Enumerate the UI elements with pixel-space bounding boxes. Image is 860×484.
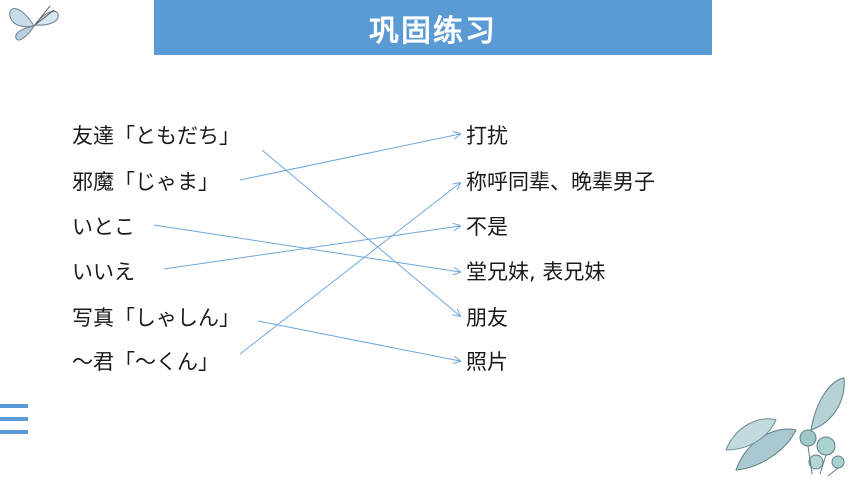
right-meaning-4[interactable]: 朋友 [466,306,508,330]
butterfly-icon [4,2,66,52]
match-line-3 [163,226,460,270]
match-line-1 [239,134,460,181]
menu-icon[interactable] [0,404,28,446]
left-term-4[interactable]: 写真「しゃしん」 [72,306,240,330]
left-term-1[interactable]: 邪魔「じゃま」 [72,170,219,194]
left-term-3[interactable]: いいえ [72,260,135,284]
title-banner: 巩固练习 [154,0,712,55]
match-line-4 [257,320,460,361]
match-line-0 [261,149,460,316]
left-term-2[interactable]: いとこ [72,215,135,239]
right-meaning-2[interactable]: 不是 [466,215,508,239]
right-meaning-5[interactable]: 照片 [466,350,508,374]
left-term-0[interactable]: 友達「ともだち」 [72,124,240,148]
right-meaning-3[interactable]: 堂兄妹, 表兄妹 [466,260,606,284]
leaves-decoration [716,370,856,484]
right-meaning-0[interactable]: 打扰 [466,124,508,148]
right-meaning-1[interactable]: 称呼同辈、晚辈男子 [466,170,655,194]
match-line-5 [239,183,460,355]
page-title: 巩固练习 [369,13,497,49]
left-term-5[interactable]: ～君「～くん」 [72,350,219,374]
